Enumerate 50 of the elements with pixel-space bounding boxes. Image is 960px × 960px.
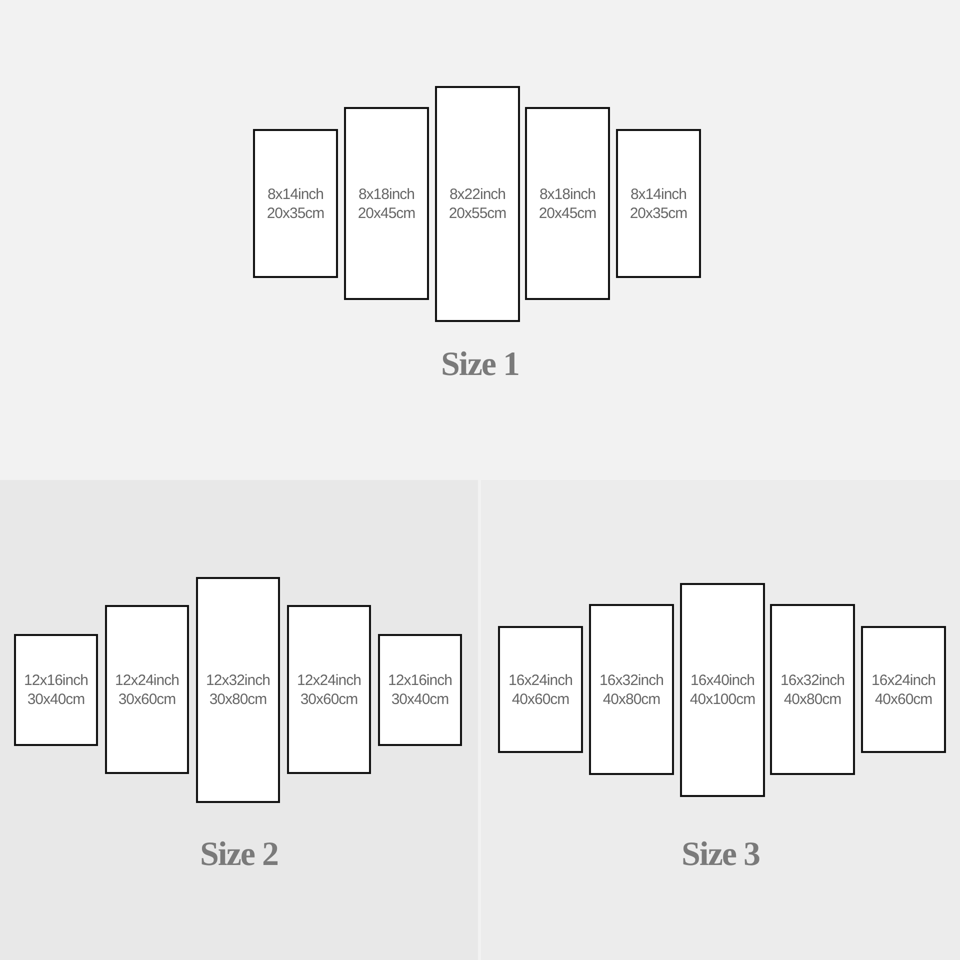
canvas-panel [770,604,855,775]
size-label: 8x22inch [449,185,506,204]
size-label: 12x16inch [24,671,88,690]
canvas-panel [616,129,701,278]
canvas-panel [378,634,462,746]
size-title: Size 1 [440,345,520,385]
canvas-panel [196,577,280,803]
size-label: 20x45cm [358,204,416,222]
size-label: 30x40cm [27,690,85,709]
size-label: 40x80cm [602,690,660,708]
size-label: 12x24inch [297,670,361,690]
size-title: Size 3 [681,835,760,875]
size-label: 20x35cm [630,204,688,222]
canvas-panel [14,634,98,746]
size-label: 40x80cm [784,690,842,708]
canvas-panel [105,605,189,774]
size-label: 20x55cm [448,204,506,223]
size-label: 30x40cm [391,690,449,709]
canvas-panel [287,605,371,774]
size-label: 16x32inch [780,670,844,690]
size-label: 12x24inch [115,670,179,690]
size-label: 8x18inch [539,184,596,204]
panel-background [481,480,960,960]
canvas-panel [589,604,674,775]
size-label: 8x14inch [630,184,687,204]
size-label: 40x60cm [512,690,570,708]
size-label: 30x60cm [118,690,176,708]
size-label: 16x32inch [600,670,664,690]
size-label: 30x60cm [300,690,358,708]
size-label: 16x24inch [508,670,572,690]
canvas-panel [344,107,429,300]
canvas-panel [435,86,520,322]
canvas-panel [680,583,765,797]
size-label: 16x24inch [872,670,936,690]
size-label: 8x14inch [267,184,324,204]
size-label: 8x18inch [358,184,415,204]
size-label: 40x60cm [874,690,932,708]
size-title: Size 2 [200,835,278,875]
canvas-panel [525,107,610,300]
canvas-panel [861,626,946,753]
panel-background [0,480,478,960]
size-label: 40x100cm [690,690,756,709]
size-label: 12x32inch [206,671,270,690]
size-label: 20x45cm [538,204,596,222]
size-label: 20x35cm [266,204,324,222]
size-label: 12x16inch [388,671,452,690]
canvas-panel [253,129,338,278]
canvas-panel [498,626,583,753]
size-label: 30x80cm [209,690,267,709]
size-label: 16x40inch [690,671,754,690]
